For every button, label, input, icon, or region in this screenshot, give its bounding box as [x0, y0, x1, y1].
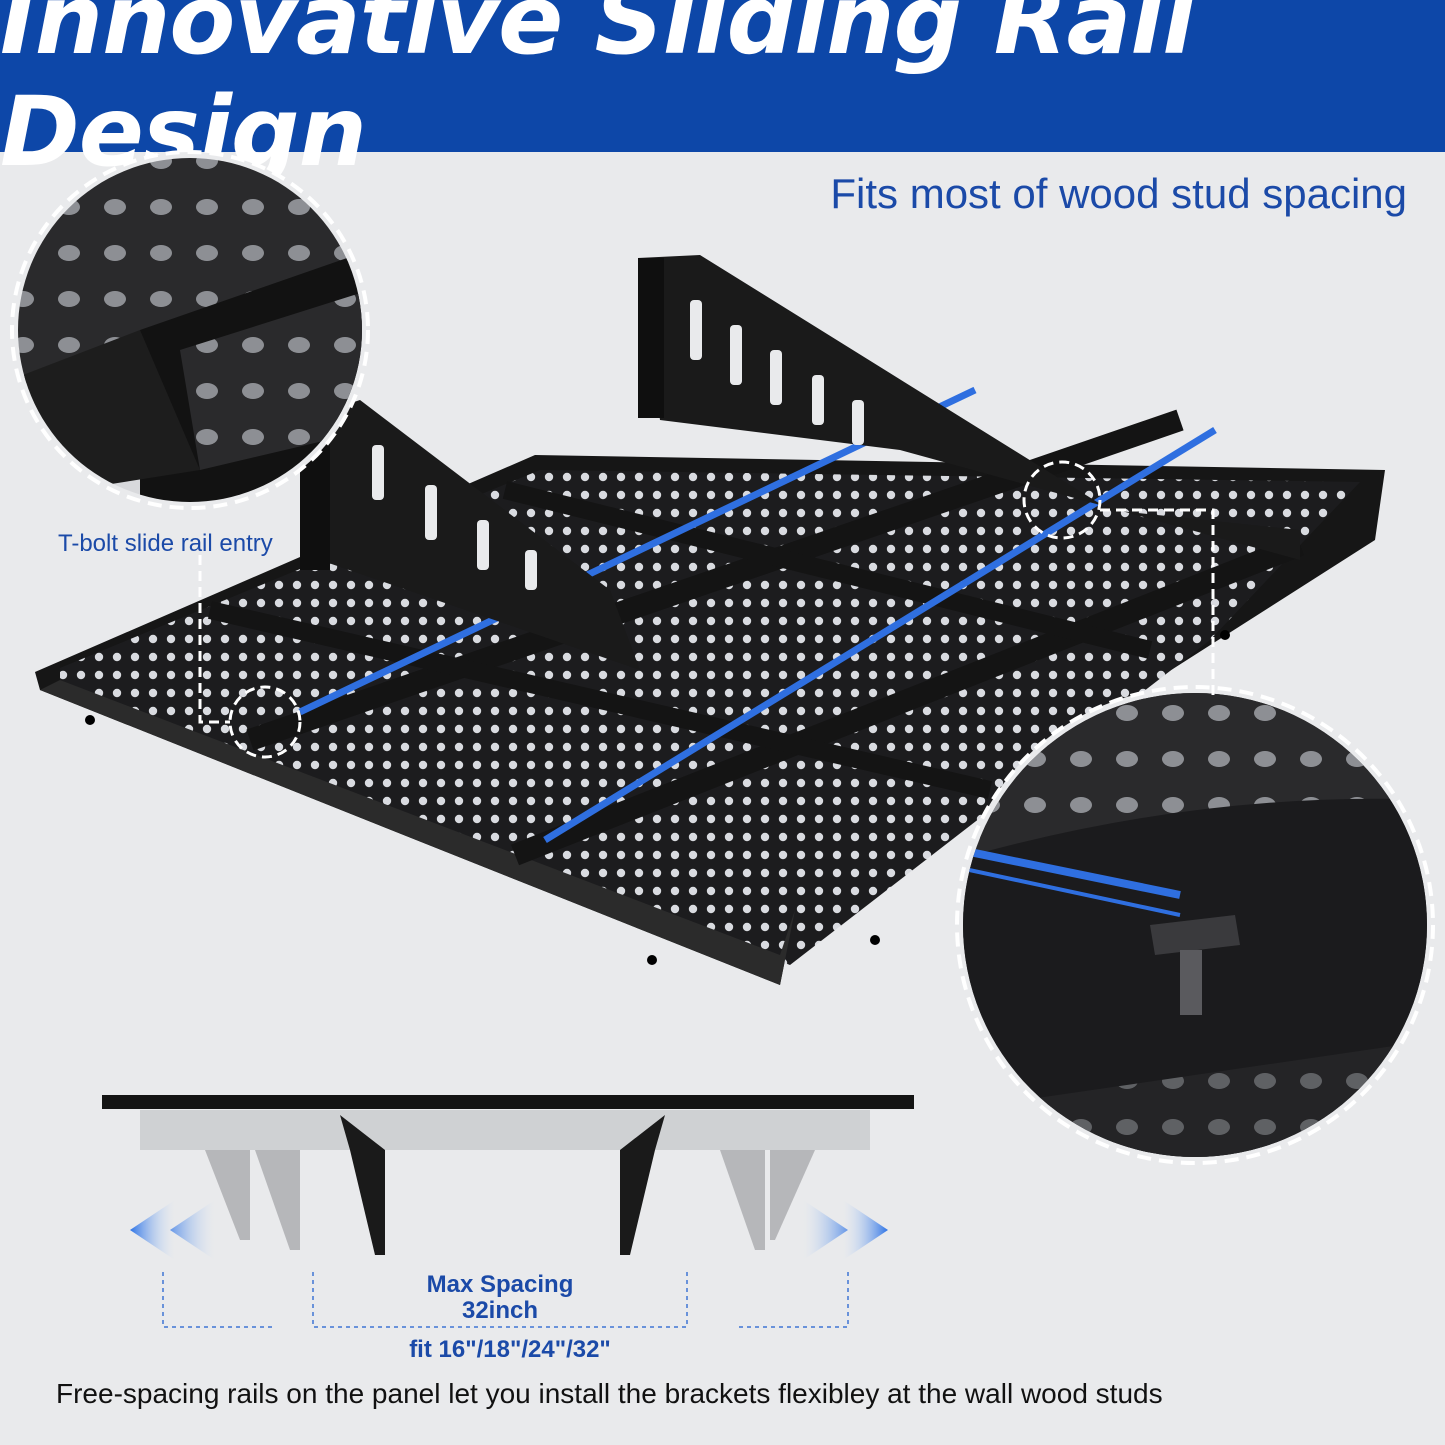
panel-edge: [40, 680, 795, 985]
marker-left: [228, 685, 302, 759]
side-view-shelf: [102, 1095, 914, 1328]
bracket-side-left: [340, 1115, 385, 1255]
slide-rail: [543, 427, 1217, 843]
subtitle: Fits most of wood stud spacing: [830, 170, 1407, 217]
double-arrow-right-icon: [843, 1200, 888, 1260]
tbolt-entry-label: T-bolt slide rail entry: [58, 530, 273, 557]
double-arrow-left-icon: [130, 1200, 175, 1260]
page-title: Innovative Sliding Rail Design: [0, 0, 1195, 188]
panel-rib: [510, 534, 1305, 866]
max-spacing-line1: Max Spacing: [426, 1271, 574, 1298]
fit-sizes-label: fit 16"/18"/24"/32": [409, 1336, 611, 1363]
mount-hole: [870, 935, 880, 945]
panel-rib: [502, 481, 1153, 659]
mount-hole: [85, 715, 95, 725]
connector-right: [1100, 508, 1215, 700]
connector-left: [198, 555, 230, 724]
bracket-side-right: [620, 1115, 665, 1255]
header-banner: Innovative Sliding Rail Design: [0, 0, 1445, 188]
max-spacing-label: Max Spacing 32inch: [400, 1272, 600, 1324]
marker-right: [1022, 460, 1102, 540]
shelf-panel: [35, 386, 1385, 985]
caption: Free-spacing rails on the panel let you …: [56, 1378, 1163, 1409]
callout-tbolt-zoom: [955, 685, 1435, 1165]
callout-rail-entry-zoom: [10, 150, 370, 510]
panel-rib: [207, 601, 993, 799]
t-bolt-icon: [1150, 915, 1240, 955]
max-spacing-line2: 32inch: [461, 1297, 539, 1324]
mount-hole: [1220, 630, 1230, 640]
mount-hole: [647, 955, 657, 965]
bracket-back: [638, 255, 1300, 560]
